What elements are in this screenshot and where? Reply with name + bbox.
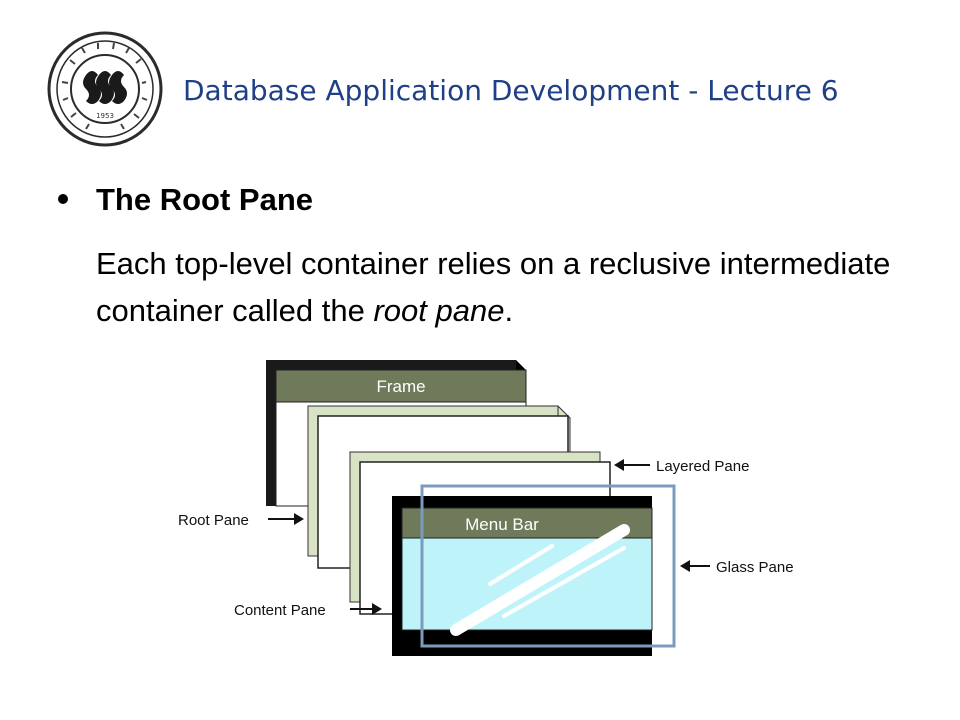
logo-year: 1953 (96, 112, 114, 120)
menu-bar-label: Menu Bar (465, 515, 539, 534)
content-pane-layer: Menu Bar (392, 496, 653, 656)
callout-root-pane: Root Pane (178, 512, 304, 529)
bullet-heading: The Root Pane (96, 182, 314, 217)
frame-label: Frame (376, 377, 425, 396)
callout-content-pane-label: Content Pane (234, 602, 326, 619)
glass-pane-layer (420, 484, 676, 648)
body-text-main: Each top-level container relies on a rec… (96, 246, 891, 328)
bullet-dot (58, 194, 68, 204)
callout-layered-pane-label: Layered Pane (656, 458, 749, 475)
college-seal-icon: 1953 (47, 31, 163, 147)
body-text-emphasis: root pane (373, 293, 505, 328)
callout-glass-pane: Glass Pane (680, 559, 794, 576)
callout-content-pane: Content Pane (234, 602, 382, 619)
body-text-end: . (504, 293, 514, 328)
callout-glass-pane-label: Glass Pane (716, 559, 794, 576)
root-pane-diagram: Frame Menu Bar (178, 360, 794, 656)
page-title: Database Application Development - Lectu… (183, 74, 839, 107)
callout-layered-pane: Layered Pane (614, 458, 749, 475)
bullet-body-text: Each top-level container relies on a rec… (96, 240, 916, 334)
callout-root-pane-label: Root Pane (178, 512, 249, 529)
